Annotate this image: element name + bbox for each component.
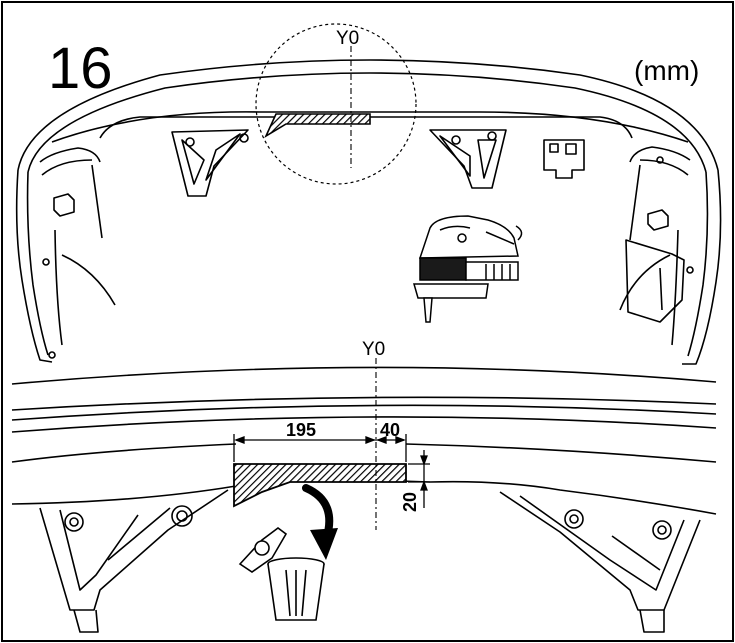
cut-strip-detail — [233, 463, 407, 508]
y-axis-label-bottom: Y0 — [362, 339, 385, 360]
dimension-lines — [233, 434, 430, 508]
dimension-20: 20 — [400, 492, 420, 512]
curved-arrow-icon — [302, 484, 338, 560]
jigsaw-icon — [413, 215, 523, 323]
zoom-circle — [255, 23, 417, 185]
bumper-overview — [15, 59, 722, 365]
dimension-195: 195 — [286, 420, 316, 440]
dimension-40: 40 — [380, 420, 400, 440]
trash-bin-icon — [238, 527, 325, 621]
unit-label: (mm) — [634, 55, 699, 86]
cut-strip-top — [264, 113, 371, 139]
step-number: 16 — [48, 36, 113, 101]
y-axis-label-top: Y0 — [336, 28, 359, 49]
